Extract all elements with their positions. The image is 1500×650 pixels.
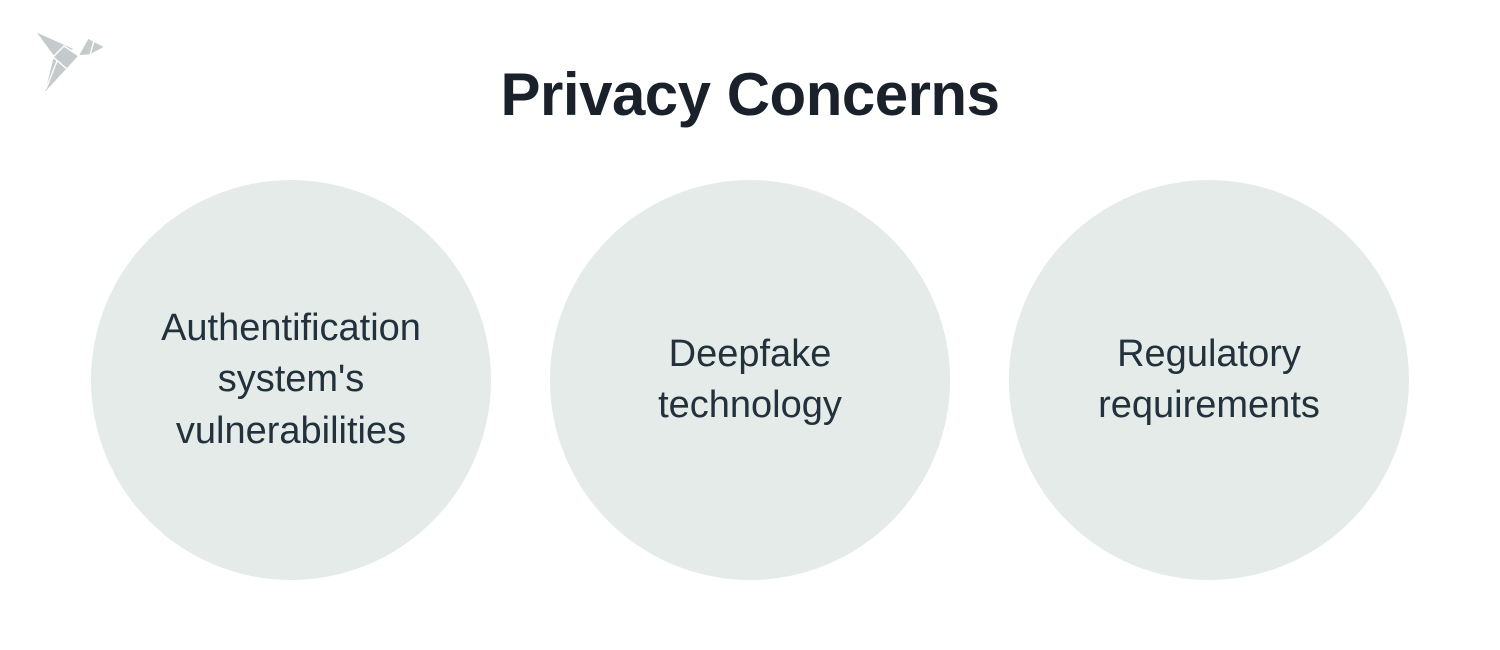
circle-deepfake-technology: Deepfake technology bbox=[550, 180, 950, 580]
bird-head bbox=[77, 37, 106, 57]
bird-beak-crease bbox=[89, 40, 95, 56]
page-title: Privacy Concerns bbox=[500, 61, 1000, 128]
circle-label: Regulatory requirements bbox=[1098, 332, 1320, 426]
circle-regulatory-requirements: Regulatory requirements bbox=[1009, 180, 1409, 580]
concern-circles: Authentification system's vulnerabilitie… bbox=[0, 180, 1500, 580]
origami-bird-icon bbox=[34, 30, 106, 95]
bird-body bbox=[52, 45, 80, 70]
circle-label: Authentification system's vulnerabilitie… bbox=[161, 307, 421, 452]
bird-wing-crease bbox=[45, 60, 58, 90]
circle-label: Deepfake technology bbox=[658, 332, 842, 426]
circle-authentification-vulnerabilities: Authentification system's vulnerabilitie… bbox=[91, 180, 491, 580]
